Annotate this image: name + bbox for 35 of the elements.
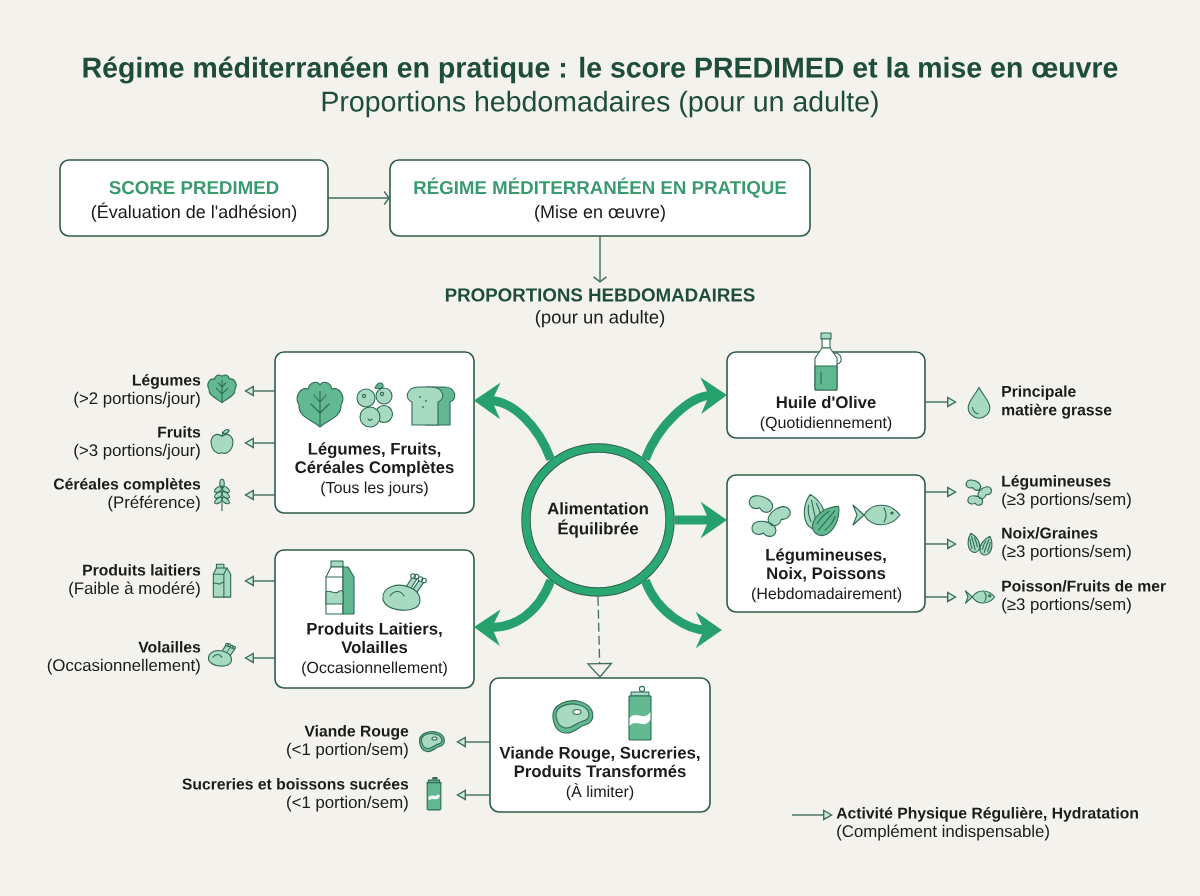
food-group-box: Huile d'Olive (Quotidiennement) [726,351,926,439]
arrow [924,538,957,550]
food-label: Noix/Graines (≥3 portions/sem) [1002,527,1131,561]
arrow [791,809,833,821]
step-box: SCORE PREDIMED (Évaluation de l'adhésion) [59,159,329,237]
arrow [327,190,390,206]
subtitle: Proportions hebdomadaires (pour un adulte) [322,90,878,118]
food-group-box: Produits Laitiers, Volailles (Occasionnellement) [274,549,475,689]
food-label: Principale matière grasse [1002,385,1112,419]
arrow [244,489,276,501]
arrow [924,486,957,498]
food-label: Produits laitiers (Faible à modéré) [69,564,201,598]
food-group-box: Légumineuses, Noix, Poissons (Hebdomadairement) [726,474,926,613]
section-heading: PROPORTIONS HEBDOMADAIRES (pour un adulte) [445,288,755,328]
arrow [456,736,491,748]
arrow [924,591,957,603]
arrow [592,235,608,283]
arrow [244,437,276,449]
food-label: Viande Rouge (<1 portion/sem) [287,725,409,759]
food-label: Légumes (>2 portions/jour) [74,373,201,408]
arrow [924,396,957,408]
food-label: Fruits (>3 portions/jour) [74,426,201,460]
food-label: Légumineuses (≥3 portions/sem) [1002,474,1131,509]
food-label: Volailles (Occasionnellement) [47,641,201,675]
arrow [244,652,276,664]
arrow [456,789,491,801]
title: Régime méditerranéen en pratique : le score PREDIMED et la mise en œuvre [83,56,1118,84]
note-text: Activité Physique Régulière, Hydratation (Complément indispensable) [836,806,1138,841]
arrow [244,385,276,397]
food-label: Céréales complètes (Préférence) [53,477,201,512]
food-label: Sucreries et boissons sucrées (<1 portion/sem) [182,777,409,812]
food-label: Poisson/Fruits de mer (≥3 portions/sem) [1002,580,1166,614]
arrow [244,575,276,587]
food-group-box: Viande Rouge, Sucreries, Produits Transformés (À limiter) [489,677,711,813]
step-box: RÉGIME MÉDITERRANÉEN EN PRATIQUE (Mise en œuvre) [389,159,811,237]
